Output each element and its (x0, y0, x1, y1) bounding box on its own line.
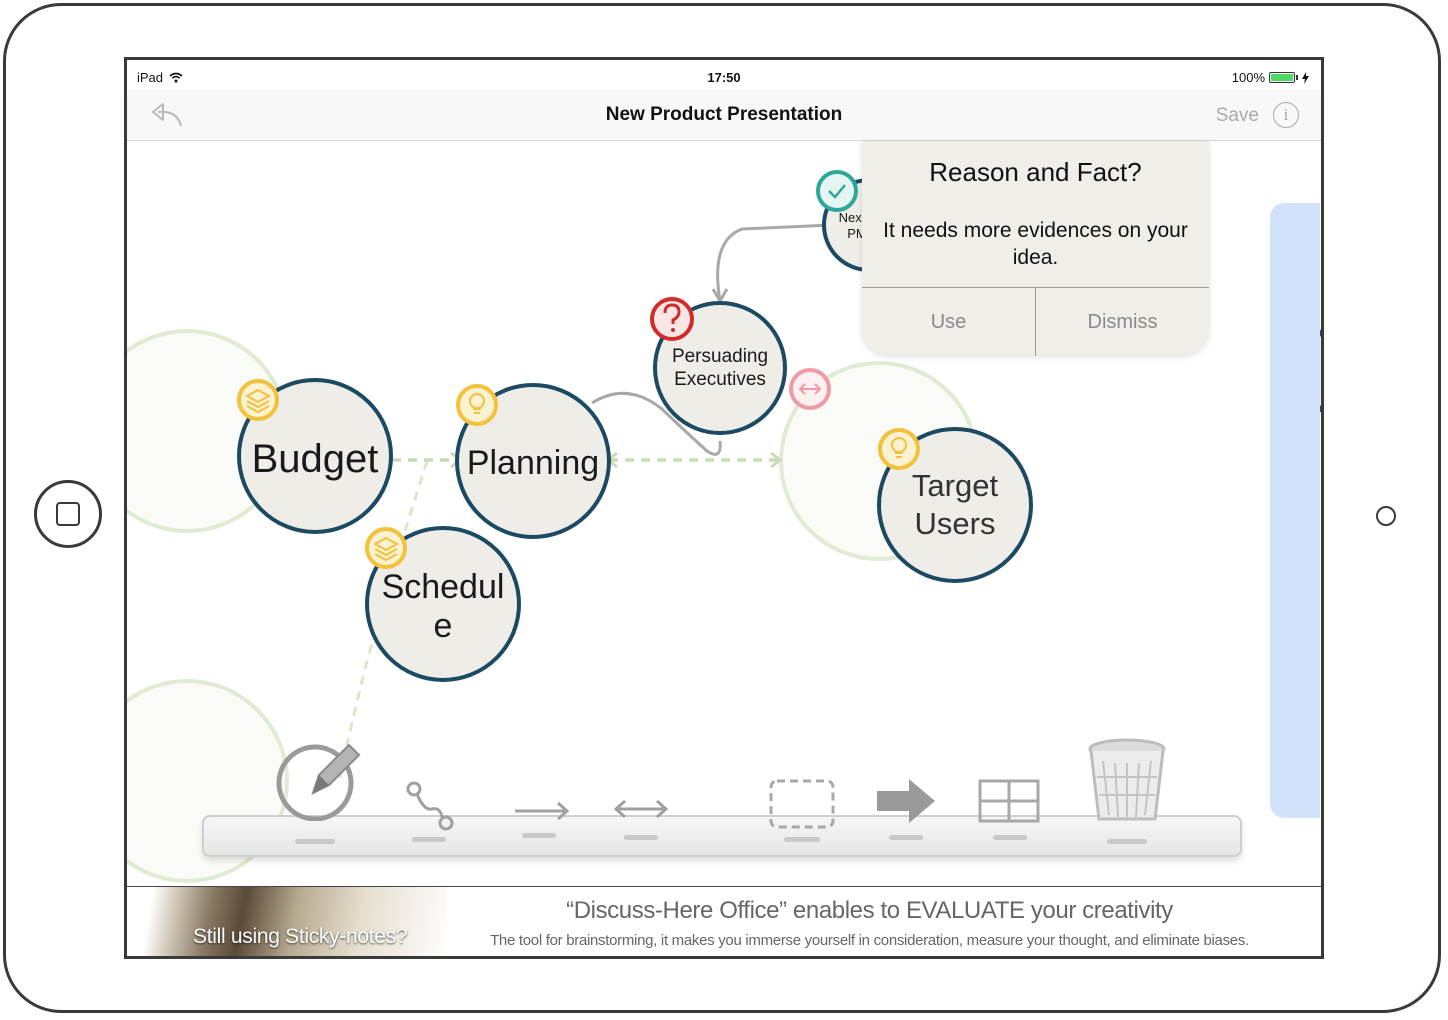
layers-icon[interactable] (365, 527, 407, 569)
node-planning[interactable] (455, 383, 611, 539)
mind-map-canvas[interactable]: Budget Planning Schedul e Persuading Exe… (127, 141, 1321, 886)
arrow-tool-shadow (522, 833, 556, 838)
dashed-rect-icon[interactable] (767, 777, 837, 833)
ad-subline: The tool for brainstorming, it makes you… (490, 932, 1249, 949)
status-right: 100% (1232, 70, 1309, 85)
lightbulb-icon[interactable] (878, 428, 920, 470)
link-arrowhead-target (770, 451, 783, 469)
device-name: iPad (137, 70, 164, 85)
node-schedule[interactable] (365, 526, 521, 682)
double-arrow-icon[interactable] (789, 368, 831, 410)
wifi-icon (169, 72, 183, 83)
block-arrow-tool-shadow (889, 835, 923, 840)
grid-tool-shadow (993, 835, 1027, 840)
link-planning-persuading[interactable] (591, 391, 722, 456)
popover-actions: Use Dismiss (862, 287, 1209, 356)
dismiss-button[interactable]: Dismiss (1035, 288, 1209, 356)
ad-banner[interactable]: Still using Sticky-notes? “Discuss-Here … (127, 886, 1321, 956)
node-budget-label: Budget (251, 437, 379, 481)
arrow-both-tool-shadow (624, 835, 658, 840)
undo-icon[interactable] (149, 100, 185, 130)
battery-tip (1296, 75, 1298, 80)
document-title: New Product Presentation (605, 104, 843, 125)
node-persuading-label-1: Persuading (671, 346, 769, 367)
connector-tool-shadow (412, 837, 446, 842)
arrow-both-icon[interactable] (611, 797, 671, 821)
pencil-tool-shadow (295, 839, 335, 844)
app-screen: iPad 17:50 100% New Product Presentation… (124, 57, 1324, 959)
save-button[interactable]: Save (1215, 105, 1259, 126)
side-panel-tab[interactable] (1270, 203, 1320, 818)
suggestion-popover: Reason and Fact? It needs more evidences… (862, 141, 1209, 356)
question-mark-icon[interactable] (650, 297, 694, 341)
node-persuading-label-2: Executives (674, 369, 766, 390)
navigation-bar: New Product Presentation Save i (127, 90, 1321, 141)
node-schedule-label-1: Schedul (381, 568, 505, 606)
trash-icon[interactable] (1085, 737, 1169, 827)
node-target-users[interactable] (877, 427, 1033, 583)
frame-tool-shadow (784, 837, 820, 842)
grid-icon[interactable] (977, 777, 1043, 827)
link-planning-schedule[interactable] (337, 460, 429, 782)
battery-icon (1269, 72, 1295, 83)
block-arrow-icon[interactable] (875, 779, 939, 829)
node-persuading-executives[interactable] (653, 301, 787, 435)
lightbulb-icon[interactable] (456, 384, 498, 426)
node-target-label-1: Target (911, 468, 999, 503)
connector-icon[interactable] (402, 781, 462, 831)
status-bar: iPad 17:50 100% (127, 60, 1321, 90)
charging-bolt-icon (1302, 71, 1309, 84)
ad-headline: “Discuss-Here Office” enables to EVALUAT… (566, 897, 1173, 924)
tool-shelf (202, 815, 1242, 857)
status-left: iPad (137, 70, 183, 85)
status-time: 17:50 (707, 70, 741, 85)
front-camera (1376, 506, 1396, 526)
node-budget[interactable] (237, 378, 393, 534)
clock-check-icon[interactable] (816, 170, 858, 212)
arrow-right-icon[interactable] (512, 799, 572, 823)
node-next-label-1: Next (838, 210, 866, 225)
pencil-icon[interactable] (275, 741, 365, 821)
node-planning-label: Planning (466, 444, 600, 482)
ad-photo: Still using Sticky-notes? (127, 887, 447, 956)
layers-icon[interactable] (237, 379, 279, 421)
battery-percent: 100% (1231, 70, 1265, 85)
home-square-icon (56, 502, 80, 526)
trash-tool-shadow (1107, 839, 1147, 844)
node-next-label-2: PM (847, 226, 867, 241)
node-target-label-2: Users (914, 506, 996, 541)
use-button[interactable]: Use (930, 310, 967, 333)
home-button[interactable] (34, 480, 102, 548)
popover-title: Reason and Fact? (929, 157, 1142, 187)
link-persuading-next[interactable] (716, 223, 833, 302)
ad-photo-caption: Still using Sticky-notes? (193, 925, 408, 948)
popover-message: It needs more evidences on your idea. (883, 219, 1188, 269)
info-button[interactable]: i (1273, 102, 1299, 128)
node-schedule-label-2: e (433, 607, 453, 645)
